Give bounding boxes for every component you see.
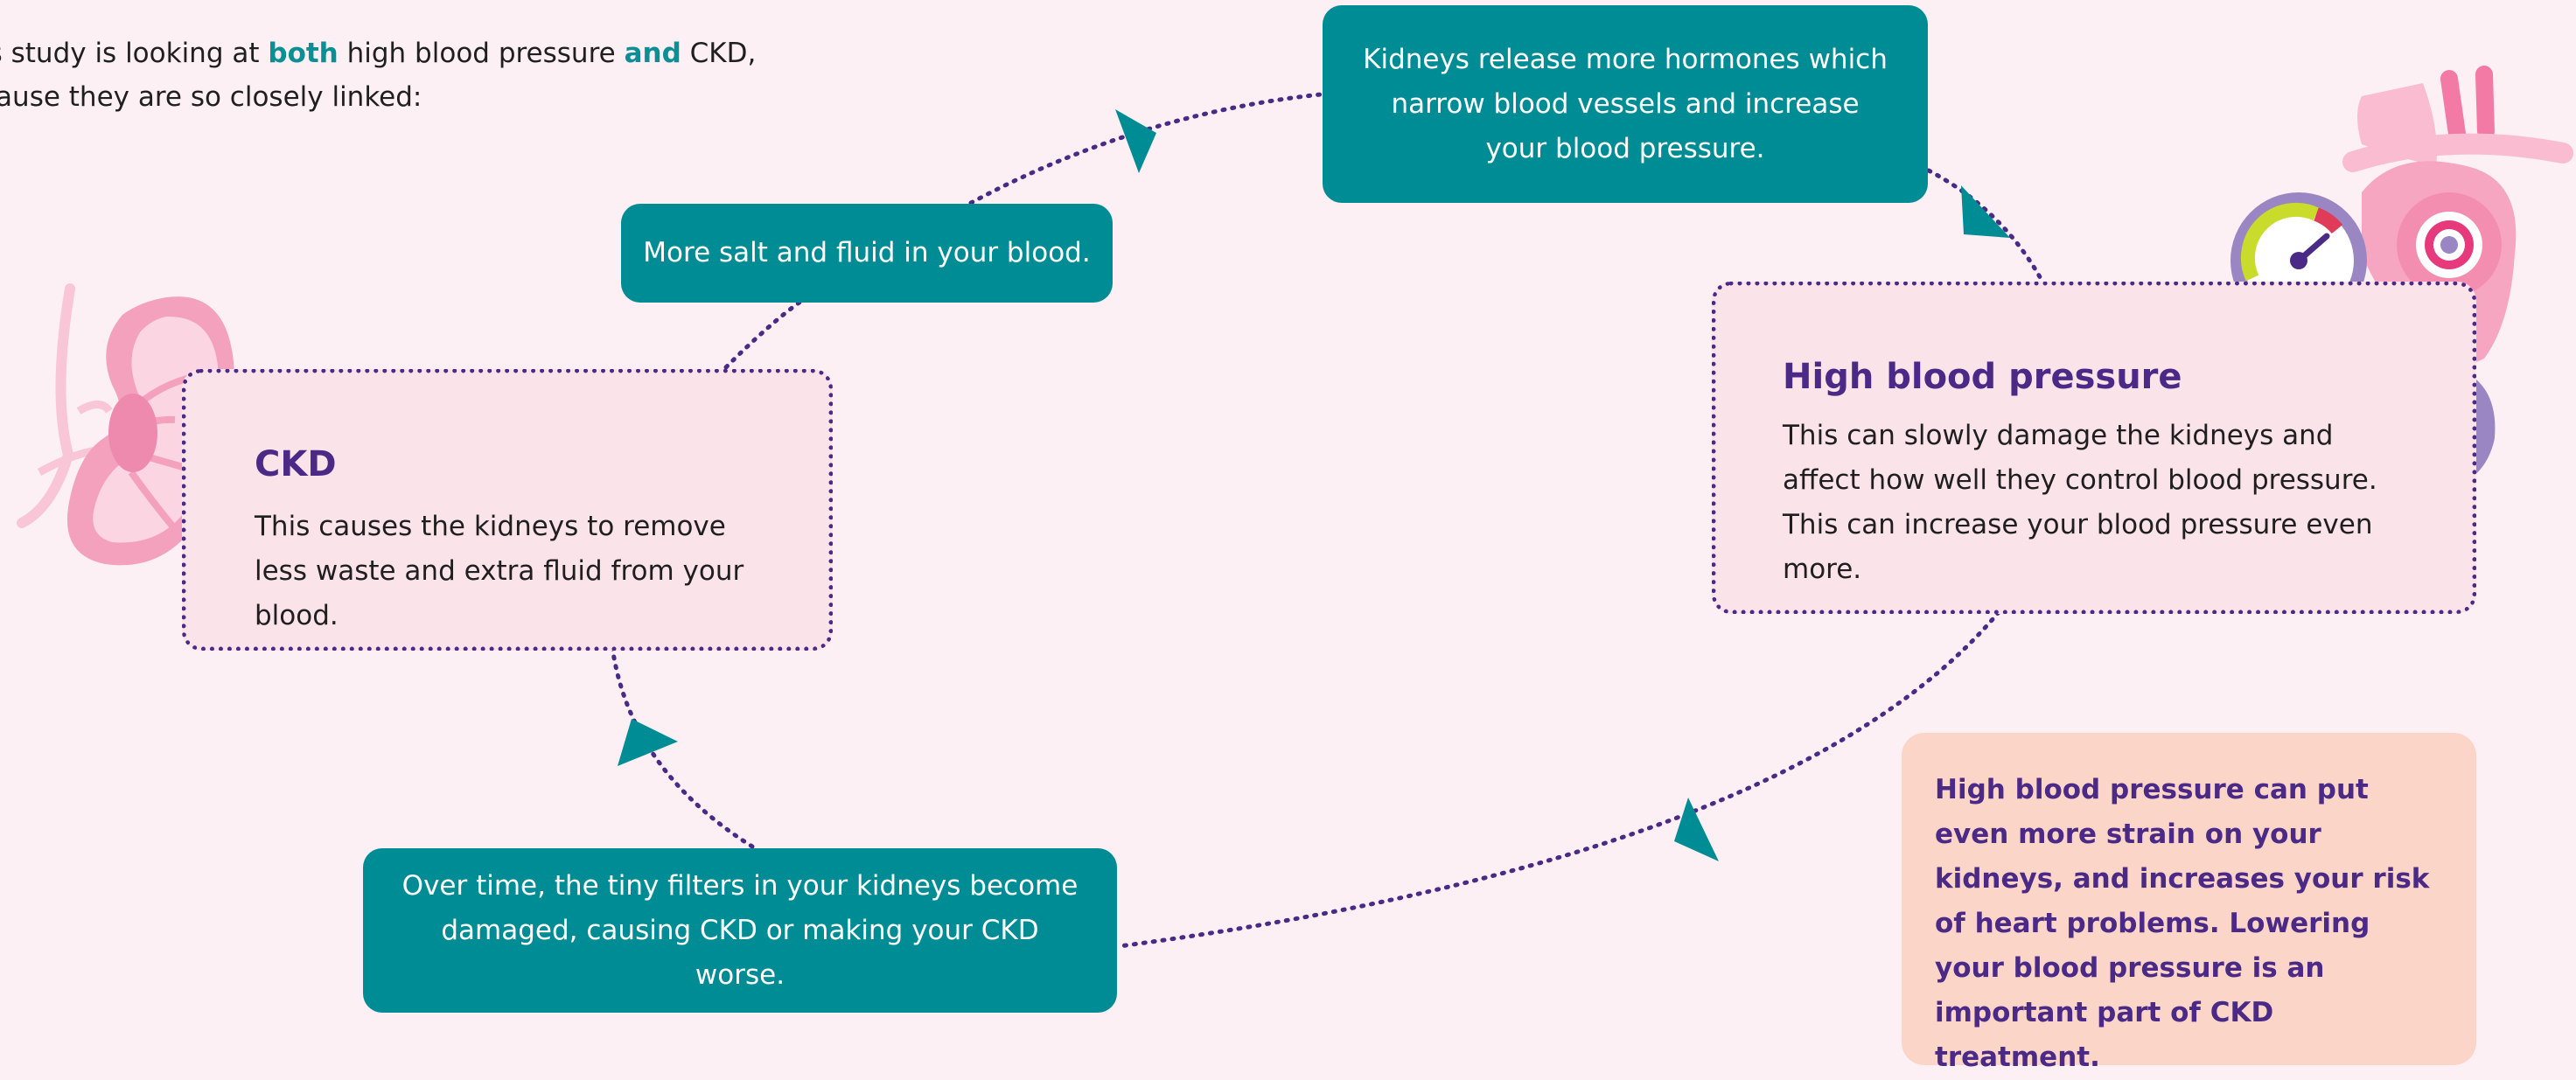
connector-hormones-to-hbp	[1926, 168, 2045, 284]
salt-box: More salt and fluid in your blood.	[621, 204, 1113, 303]
note-text: High blood pressure can put even more st…	[1935, 774, 2430, 1073]
filters-box: Over time, the tiny filters in your kidn…	[363, 848, 1117, 1013]
hbp-box: High blood pressure This can slowly dama…	[1712, 282, 2476, 614]
connector-hbp-to-filters	[1117, 610, 2001, 949]
intro-text: is study is looking at both high blood p…	[0, 31, 768, 119]
arrowhead-icon	[618, 719, 678, 766]
hbp-description: This can slowly damage the kidneys and a…	[1783, 420, 2377, 585]
ckd-description: This causes the kidneys to remove less w…	[255, 511, 744, 631]
filters-text: Over time, the tiny filters in your kidn…	[401, 869, 1079, 991]
salt-text: More salt and fluid in your blood.	[643, 237, 1091, 268]
arrowhead-icon	[1674, 798, 1719, 861]
heart-icon	[2342, 66, 2573, 366]
arrowhead-icon	[1961, 185, 2010, 238]
connector-ckd-to-salt	[723, 299, 803, 370]
hormones-text: Kidneys release more hormones which narr…	[1363, 43, 1888, 164]
ckd-title: CKD	[255, 444, 337, 484]
intro-and: and	[624, 38, 681, 69]
intro-line2: cause they are so closely linked:	[0, 81, 422, 113]
intro-suffix: CKD,	[681, 38, 757, 69]
hbp-title: High blood pressure	[1783, 357, 2182, 397]
note-box: High blood pressure can put even more st…	[1902, 733, 2476, 1073]
arrowhead-icon	[1115, 109, 1156, 173]
hormones-box: Kidneys release more hormones which narr…	[1323, 5, 1928, 203]
intro-mid: high blood pressure	[338, 38, 625, 69]
ckd-box: CKD This causes the kidneys to remove le…	[182, 369, 833, 651]
connector-filters-to-ckd	[610, 645, 755, 849]
intro-prefix: is study is looking at	[0, 38, 269, 69]
intro-both: both	[268, 38, 339, 69]
